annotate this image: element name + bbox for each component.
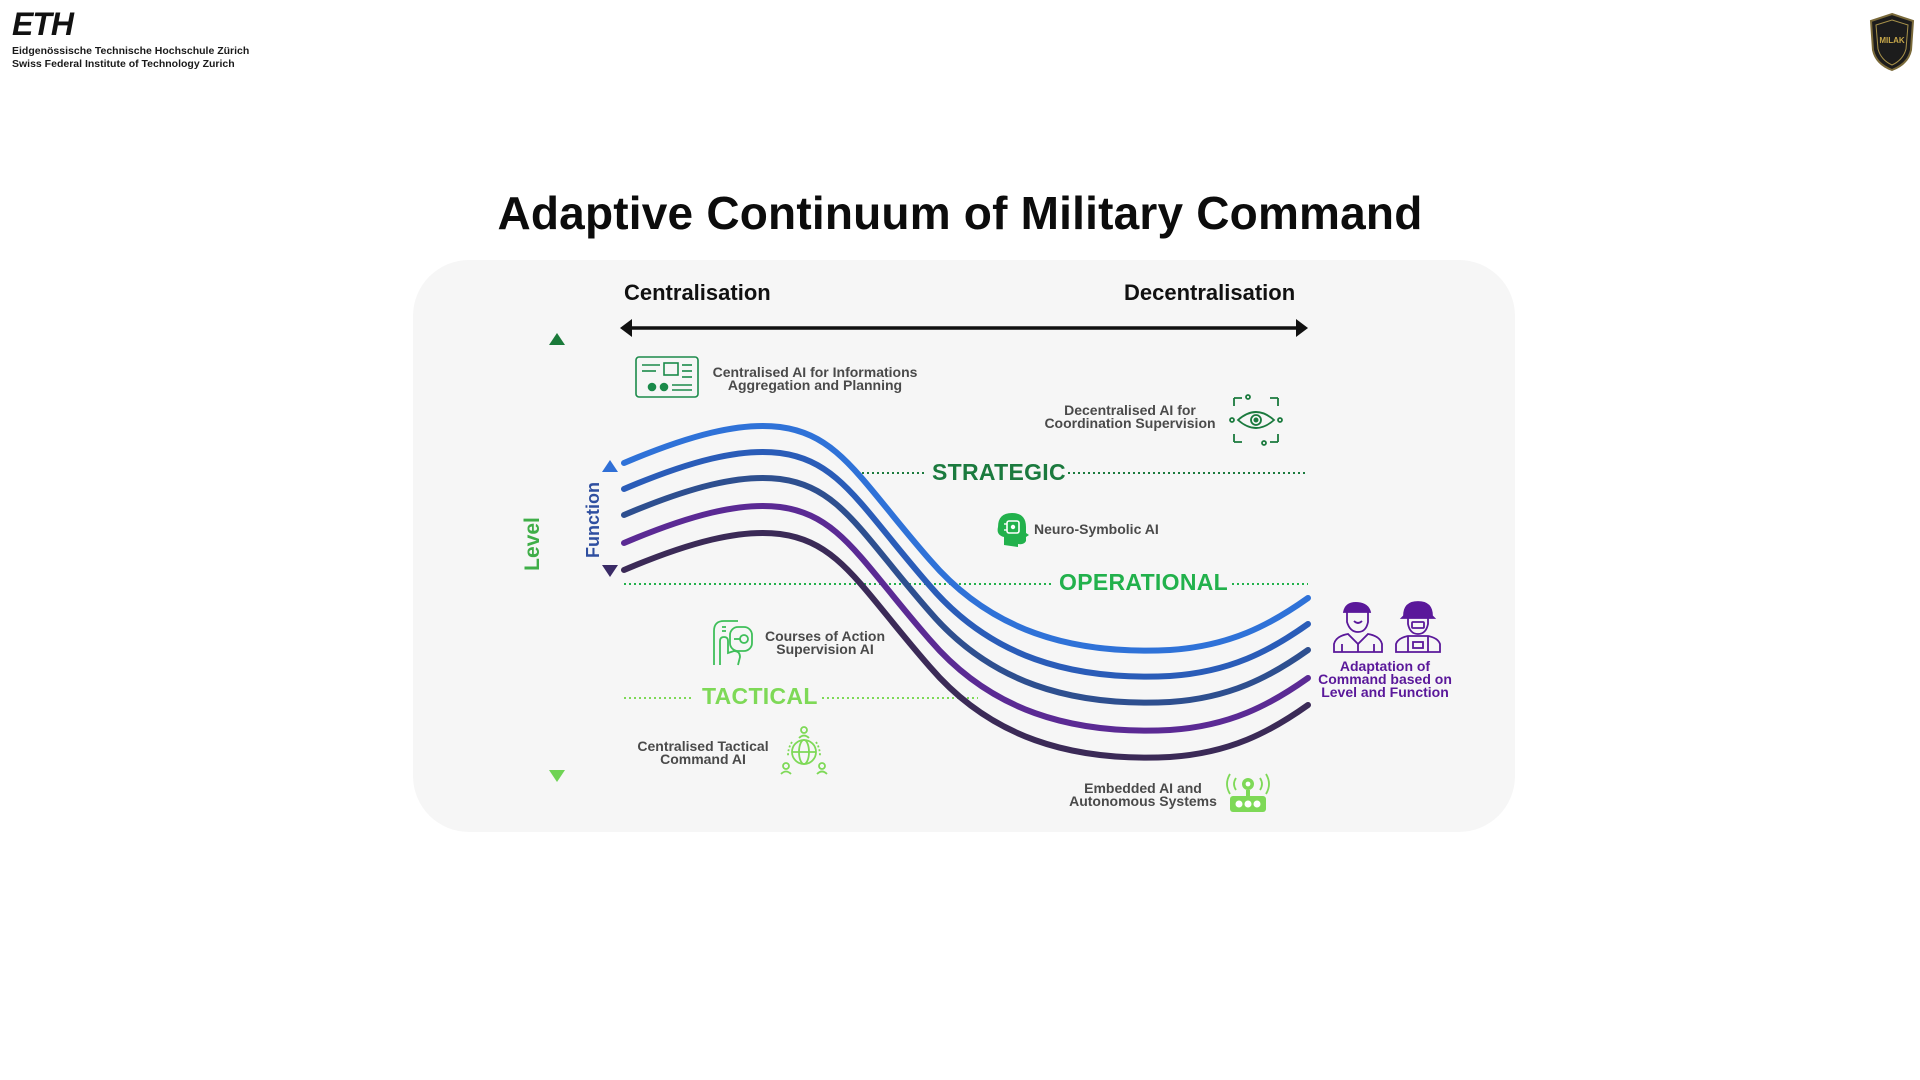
curve-3 [621, 474, 1311, 706]
curve-4 [621, 502, 1311, 734]
centralised-ai-label-line2: Aggregation and Planning [727, 377, 903, 393]
adaptation-label: Adaptation of Command based on Level and… [1310, 658, 1460, 700]
function-axis-label: Function [583, 482, 603, 558]
emblem-text: MILAK [1879, 36, 1905, 45]
neuro-symbolic-label: Neuro-Symbolic AI [1034, 521, 1159, 537]
tactical-command-label: Centralised Tactical Command AI [628, 738, 778, 767]
decentralised-ai-label-line1: Decentralised AI for [1064, 402, 1196, 418]
soldier-icon [1395, 601, 1441, 653]
tactical-command-label-line2: Command AI [660, 751, 746, 767]
operational-level-label: OPERATIONAL [1059, 569, 1228, 595]
robot-signal-icon [1226, 773, 1270, 812]
diagram-panel [413, 260, 1515, 832]
globe-network-people-icon [780, 726, 828, 775]
centralised-ai-label-line1: Centralised AI for Informations [712, 364, 918, 380]
curve-1 [621, 422, 1311, 654]
command-curves [621, 422, 1311, 761]
circuit-board-icon [635, 356, 699, 398]
shield-emblem-icon: MILAK [1869, 12, 1915, 72]
courses-of-action-label-line2: Supervision AI [776, 641, 874, 657]
centralised-ai-label: Centralised AI for Informations Aggregat… [704, 364, 926, 393]
institution-name-en: Swiss Federal Institute of Technology Zu… [12, 58, 235, 70]
page-title: Adaptive Continuum of Military Command [497, 187, 1423, 239]
hand-touch-chip-icon [713, 620, 753, 666]
officer-icon [1333, 602, 1383, 653]
decentralised-ai-label: Decentralised AI for Coordination Superv… [1036, 402, 1224, 431]
decentralised-ai-label-line2: Coordination Supervision [1044, 415, 1216, 431]
level-axis-label: Level [521, 517, 544, 571]
institution-name-de: Eidgenössische Technische Hochschule Zür… [12, 45, 250, 57]
adaptation-label-line3: Level and Function [1321, 684, 1449, 700]
curve-2 [621, 448, 1311, 680]
courses-of-action-label-line1: Courses of Action [764, 628, 886, 644]
curve-5 [621, 529, 1311, 761]
strategic-level-label: STRATEGIC [932, 459, 1066, 485]
eth-logo: ETH [12, 6, 74, 42]
tactical-level-label: TACTICAL [702, 683, 818, 709]
courses-of-action-label: Courses of Action Supervision AI [755, 628, 895, 657]
adaptation-label-line1: Adaptation of [1339, 658, 1431, 674]
ai-eye-network-icon [1229, 394, 1283, 446]
embedded-ai-label-line1: Embedded AI and [1084, 780, 1202, 796]
embedded-ai-label-line2: Autonomous Systems [1069, 793, 1217, 809]
ai-head-icon [997, 513, 1029, 547]
centralisation-label: Centralisation [624, 280, 771, 305]
centralisation-axis-arrow [620, 319, 1308, 337]
tactical-command-label-line1: Centralised Tactical [637, 738, 769, 754]
function-axis-arrow [602, 460, 618, 577]
level-axis-arrow [549, 333, 565, 782]
embedded-ai-label: Embedded AI and Autonomous Systems [1060, 780, 1226, 809]
decentralisation-label: Decentralisation [1124, 280, 1296, 305]
adaptation-label-line2: Command based on [1318, 671, 1452, 687]
